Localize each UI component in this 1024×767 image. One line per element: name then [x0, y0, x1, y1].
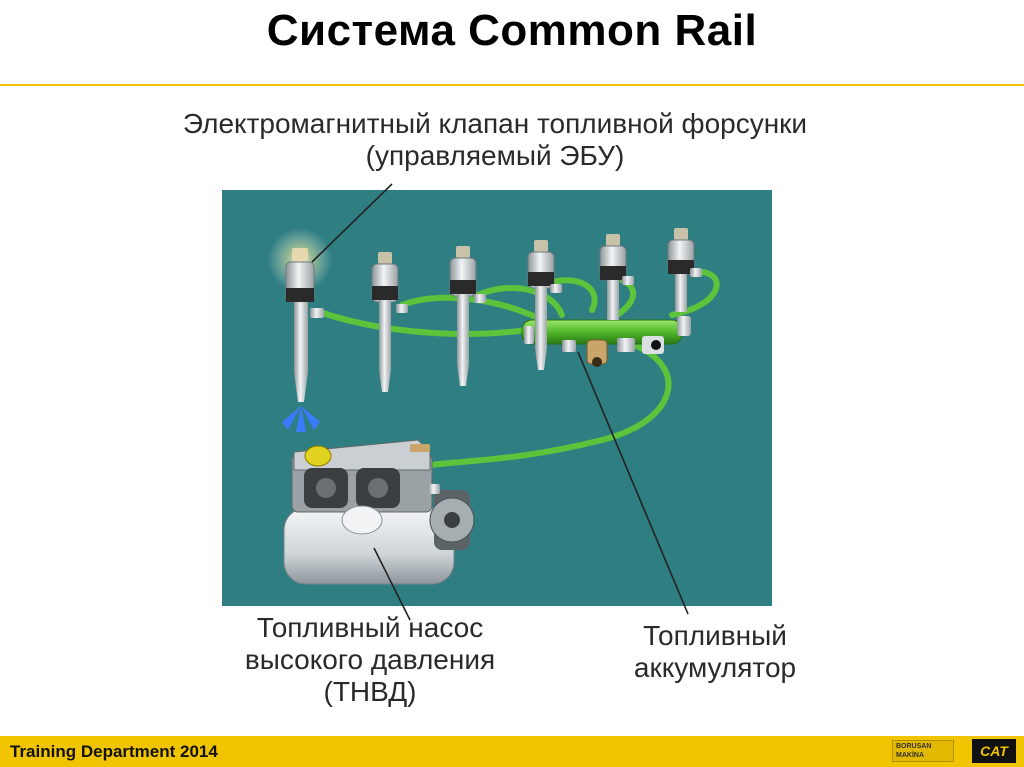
injector-valve-label-line2: (управляемый ЭБУ): [365, 140, 625, 171]
high-pressure-pump: [283, 439, 475, 585]
injector-5: [599, 234, 634, 320]
pump-label-line1: Топливный насос: [256, 612, 484, 643]
fuel-accumulator: [521, 316, 691, 367]
injector-2: [371, 252, 408, 392]
injector-valve-label-line1: Электромагнитный клапан топливной форсун…: [182, 108, 808, 139]
borusan-logo: BORUSAN MAKİNA: [892, 740, 954, 762]
injector-1-active: [268, 228, 332, 432]
accumulator-label-line2: аккумулятор: [633, 652, 797, 683]
injector-4: [527, 240, 562, 370]
footer-bar: Training Department 2014 BORUSAN MAKİNA …: [0, 736, 1024, 767]
pump-label: Топливный насос высокого давления (ТНВД): [200, 612, 540, 708]
accumulator-label: Топливный аккумулятор: [600, 620, 830, 684]
accumulator-label-line1: Топливный: [643, 620, 787, 651]
injector-6: [667, 228, 702, 312]
pump-label-line3: (ТНВД): [323, 676, 417, 707]
title-divider: [0, 84, 1024, 86]
footer-text: Training Department 2014: [10, 742, 218, 761]
pump-label-line2: высокого давления: [244, 644, 496, 675]
slide-title: Система Common Rail: [266, 6, 758, 55]
injector-3: [449, 246, 486, 386]
fuel-spray: [282, 406, 320, 432]
common-rail-diagram-svg: [268, 228, 720, 585]
cat-logo: CAT: [972, 739, 1016, 763]
common-rail-illustration: [222, 190, 772, 606]
injector-valve-label: Электромагнитный клапан топливной форсун…: [100, 108, 890, 172]
